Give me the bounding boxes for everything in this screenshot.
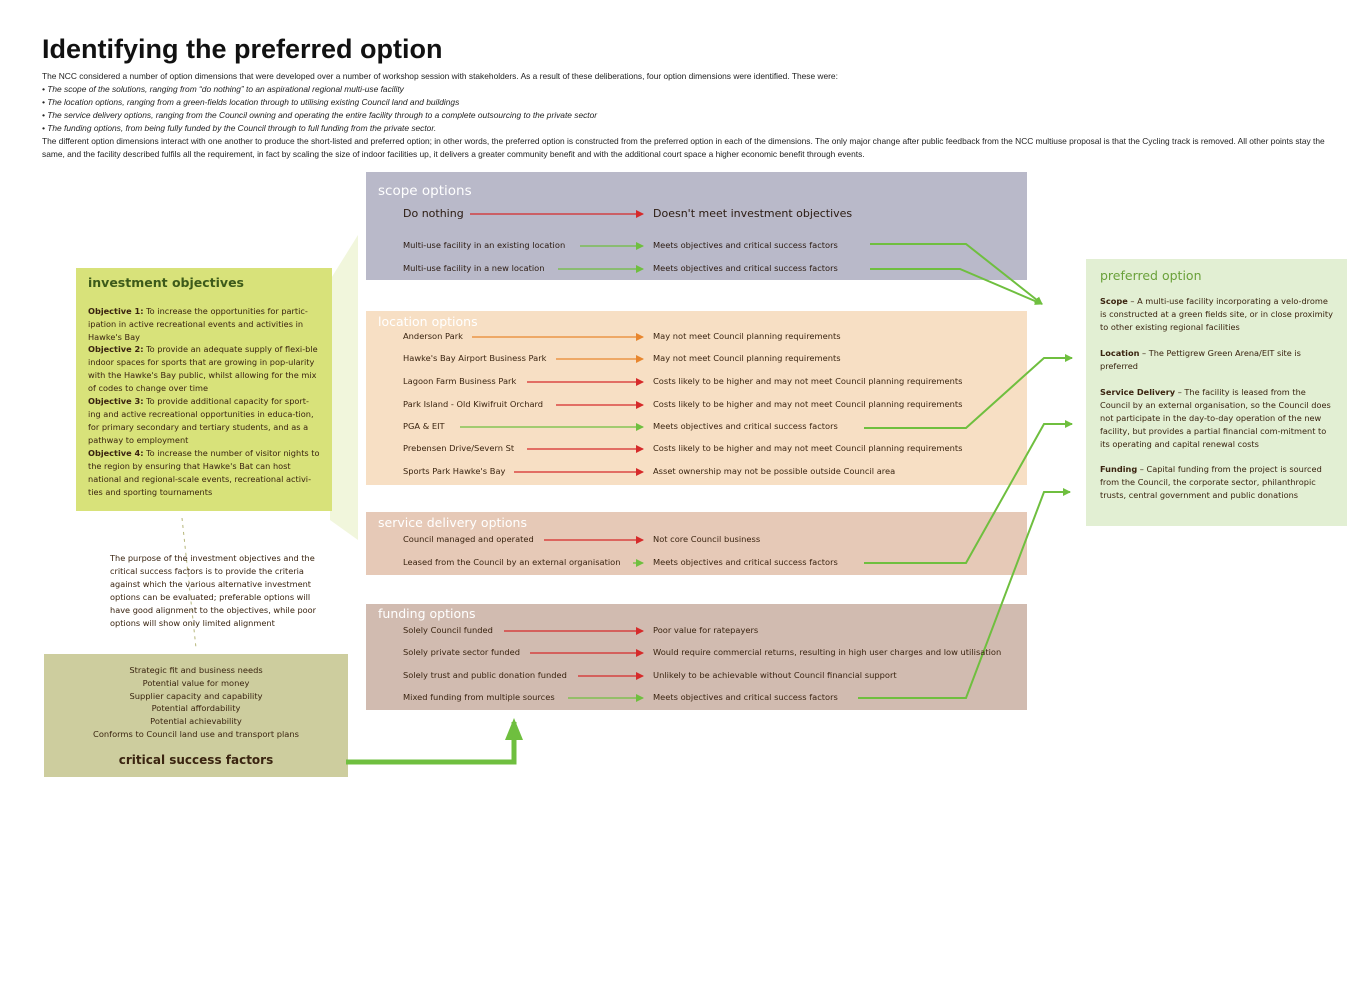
location-option-result: Costs likely to be higher and may not me… [653, 376, 963, 386]
scope-option-result: Doesn't meet investment objectives [653, 207, 853, 220]
csf-panel-bg [44, 654, 348, 777]
location-option-label: Park Island - Old Kiwifruit Orchard [403, 399, 544, 409]
location-option-label: PGA & EIT [403, 421, 445, 431]
intro-bullet: • The scope of the solutions, ranging fr… [42, 84, 404, 94]
service-option-label: Leased from the Council by an external o… [403, 557, 621, 567]
page-title: Identifying the preferred option [42, 34, 443, 64]
location-link [864, 354, 1073, 429]
csf-title: critical success factors [118, 753, 274, 767]
preferred-text: – The facility is leased from the Counci… [1100, 387, 1331, 449]
service-option-result: Not core Council business [653, 534, 761, 544]
objective-4: Objective 4: To increase the number of v… [88, 447, 320, 499]
investment-panel-bg [76, 268, 332, 511]
scope-option-result: Meets objectives and critical success fa… [653, 263, 838, 273]
preferred-service-delivery: Service Delivery – The facility is lease… [1100, 386, 1336, 451]
intro-bullet: • The service delivery options, ranging … [42, 110, 598, 120]
location-option-label: Lagoon Farm Business Park [403, 376, 517, 386]
funding-options-title: funding options [378, 606, 476, 621]
intro-line-2: The different option dimensions interact… [42, 136, 1325, 159]
preferred-head: Funding [1100, 464, 1138, 474]
intro-bullet: • The location options, ranging from a g… [42, 97, 460, 107]
service-option-result: Meets objectives and critical success fa… [653, 557, 838, 567]
preferred-option-title: preferred option [1100, 268, 1202, 283]
preferred-location: Location – The Pettigrew Green Arena/EIT… [1100, 347, 1336, 373]
location-option-label: Anderson Park [403, 331, 463, 341]
service-link [864, 420, 1073, 564]
csf-item: Potential achievability [150, 716, 242, 726]
csf-item: Supplier capacity and capability [129, 691, 263, 701]
csf-item: Strategic fit and business needs [129, 665, 263, 675]
funding-option-label: Solely trust and public donation funded [403, 670, 567, 680]
csf-item: Potential affordability [151, 703, 241, 713]
location-option-result: Costs likely to be higher and may not me… [653, 443, 963, 453]
preferred-funding: Funding – Capital funding from the proje… [1100, 463, 1336, 502]
location-options-title: location options [378, 314, 478, 329]
location-option-label: Hawke's Bay Airport Business Park [403, 353, 547, 363]
funding-panel-bg [366, 604, 1027, 710]
scope-option-label: Multi-use facility in an existing locati… [403, 240, 566, 250]
intro-bullet: • The funding options, from being fully … [42, 123, 437, 133]
csf-arrow-head [505, 718, 523, 740]
funding-option-result: Poor value for ratepayers [653, 625, 759, 635]
scope-link-2 [870, 268, 1043, 305]
objective-name: Objective 2: [88, 344, 144, 354]
scope-option-result: Meets objectives and critical success fa… [653, 240, 838, 250]
location-option-result: Meets objectives and critical success fa… [653, 421, 838, 431]
objective-text: To provide an adequate supply of flexi-b… [88, 344, 318, 393]
funding-option-label: Mixed funding from multiple sources [403, 692, 555, 702]
purpose-note: The purpose of the investment objectives… [110, 553, 317, 628]
objective-name: Objective 3: [88, 396, 144, 406]
objective-name: Objective 1: [88, 306, 144, 316]
funding-option-result: Meets objectives and critical success fa… [653, 692, 838, 702]
investment-objectives-title: investment objectives [88, 275, 244, 290]
location-option-result: May not meet Council planning requiremen… [653, 353, 841, 363]
scope-panel-bg [366, 172, 1027, 280]
csf-to-options-arrow [346, 722, 517, 765]
location-option-label: Sports Park Hawke's Bay [403, 466, 506, 476]
objective-text: To provide additional capacity for sport… [88, 396, 314, 445]
funding-option-label: Solely Council funded [403, 625, 493, 635]
preferred-panel-bg [1086, 259, 1347, 526]
funding-link [858, 488, 1071, 699]
objective-2: Objective 2: To provide an adequate supp… [88, 343, 320, 395]
intro-text: The NCC considered a number of option di… [42, 70, 1342, 161]
service-delivery-title: service delivery options [378, 515, 527, 530]
preferred-head: Location [1100, 348, 1140, 358]
preferred-text: – A multi-use facility incorporating a v… [1100, 296, 1333, 332]
location-option-label: Prebensen Drive/Severn St [403, 443, 515, 453]
scope-option-label: Do nothing [403, 207, 464, 220]
location-option-result: Asset ownership may not be possible outs… [653, 466, 896, 476]
preferred-text: – Capital funding from the project is so… [1100, 464, 1322, 500]
preferred-text: – The Pettigrew Green Arena/EIT site is … [1100, 348, 1301, 371]
intro-line-1: The NCC considered a number of option di… [42, 71, 838, 81]
preferred-head: Service Delivery [1100, 387, 1176, 397]
objective-1: Objective 1: To increase the opportuniti… [88, 305, 320, 344]
location-panel-bg [366, 311, 1027, 485]
objective-text: To increase the opportunities for partic… [88, 306, 308, 342]
funding-option-label: Solely private sector funded [403, 647, 521, 657]
preferred-head: Scope [1100, 296, 1128, 306]
objective-3: Objective 3: To provide additional capac… [88, 395, 320, 447]
csf-item: Potential value for money [142, 678, 250, 688]
funding-option-result: Would require commercial returns, result… [653, 647, 1002, 657]
service-panel-bg [366, 512, 1027, 575]
location-option-result: May not meet Council planning requiremen… [653, 331, 841, 341]
csf-item: Conforms to Council land use and transpo… [93, 729, 299, 739]
scope-link-1 [870, 243, 1043, 305]
location-option-result: Costs likely to be higher and may not me… [653, 399, 963, 409]
objectives-connector [181, 517, 197, 649]
scope-options-title: scope options [378, 183, 472, 199]
objective-glow [330, 235, 358, 540]
objective-name: Objective 4: [88, 448, 144, 458]
preferred-scope: Scope – A multi-use facility incorporati… [1100, 295, 1336, 334]
service-option-label: Council managed and operated [403, 534, 534, 544]
scope-option-label: Multi-use facility in a new location [403, 263, 545, 273]
objective-text: To increase the number of visitor nights… [88, 448, 320, 497]
funding-option-result: Unlikely to be achievable without Counci… [653, 670, 897, 680]
